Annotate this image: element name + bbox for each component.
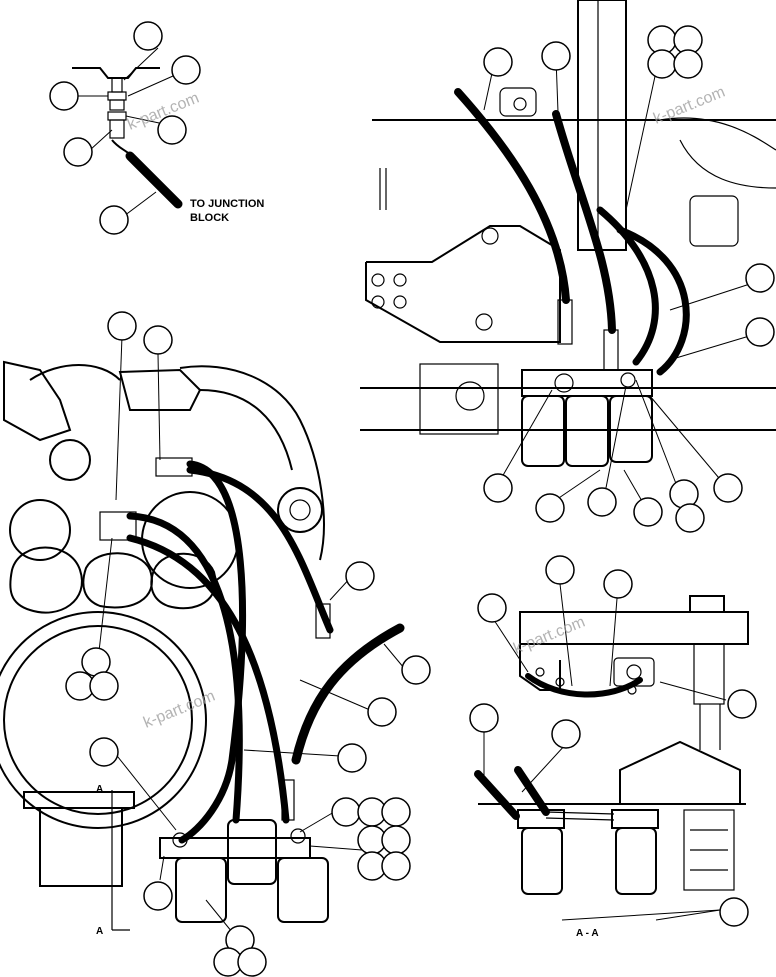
detail-filter-base-view <box>360 0 776 533</box>
section-marker-bottom: A <box>96 926 103 937</box>
watermark-text: k-part.com <box>651 84 727 128</box>
watermarks: k-part.com k-part.com k-part.com k-part.… <box>125 84 727 732</box>
detail-section-aa-view: A - A <box>469 703 749 939</box>
detail-fitting-view: TO JUNCTION BLOCK <box>49 21 264 235</box>
watermark-text: k-part.com <box>511 614 587 658</box>
junction-label-line1: TO JUNCTION <box>190 198 264 210</box>
junction-label-line2: BLOCK <box>190 212 229 224</box>
section-marker-top: A <box>96 784 103 795</box>
section-caption: A - A <box>576 928 599 939</box>
detail-bracket-view <box>477 555 757 750</box>
detail-engine-view: A A <box>0 311 431 977</box>
